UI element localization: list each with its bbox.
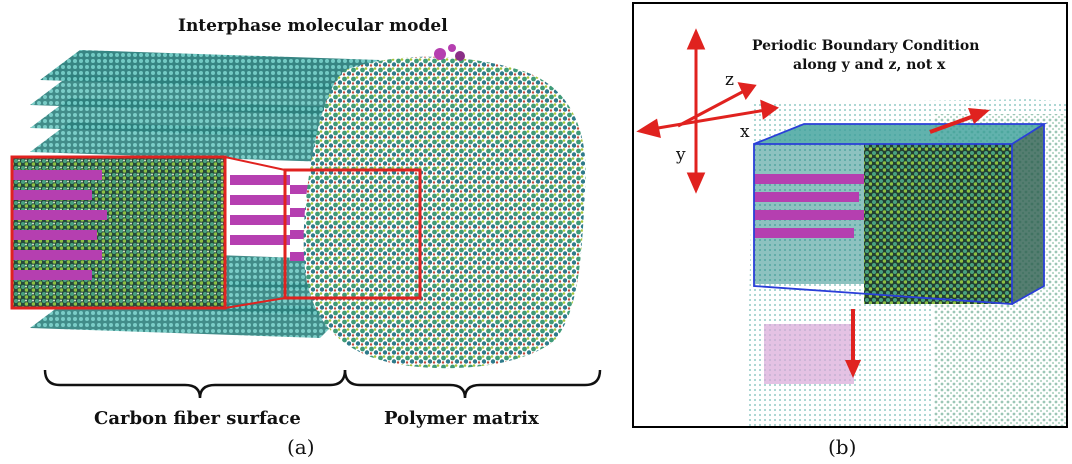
axis-label-y: y: [676, 145, 686, 165]
label-polymer-matrix: Polymer matrix: [384, 408, 539, 429]
panel-b-title-line1: Periodic Boundary Condition: [752, 38, 980, 54]
axis-label-z: z: [725, 70, 734, 90]
caption-b: (b): [828, 435, 857, 459]
panel-a-title: Interphase molecular model: [178, 16, 448, 36]
caption-a: (a): [287, 435, 315, 459]
panel-b-illustration: [636, 28, 1066, 426]
coordinate-axes: [636, 28, 779, 194]
zoom-inset: [10, 155, 227, 310]
brace-polymer: [343, 369, 602, 399]
panel-a-illustration: [10, 44, 602, 399]
label-carbon-fiber-surface: Carbon fiber surface: [94, 408, 301, 429]
panel-b-frame: [632, 2, 1068, 428]
brace-carbon-fiber: [43, 369, 347, 399]
polymer-matrix: [303, 44, 586, 369]
axis-label-x: x: [740, 122, 750, 142]
simulation-box: [753, 123, 1048, 305]
zoom-region-box: [283, 168, 422, 300]
pbc-arrow-z: [929, 108, 990, 134]
pbc-arrow-y: [845, 309, 861, 378]
panel-b-title-line2: along y and z, not x: [793, 57, 946, 73]
